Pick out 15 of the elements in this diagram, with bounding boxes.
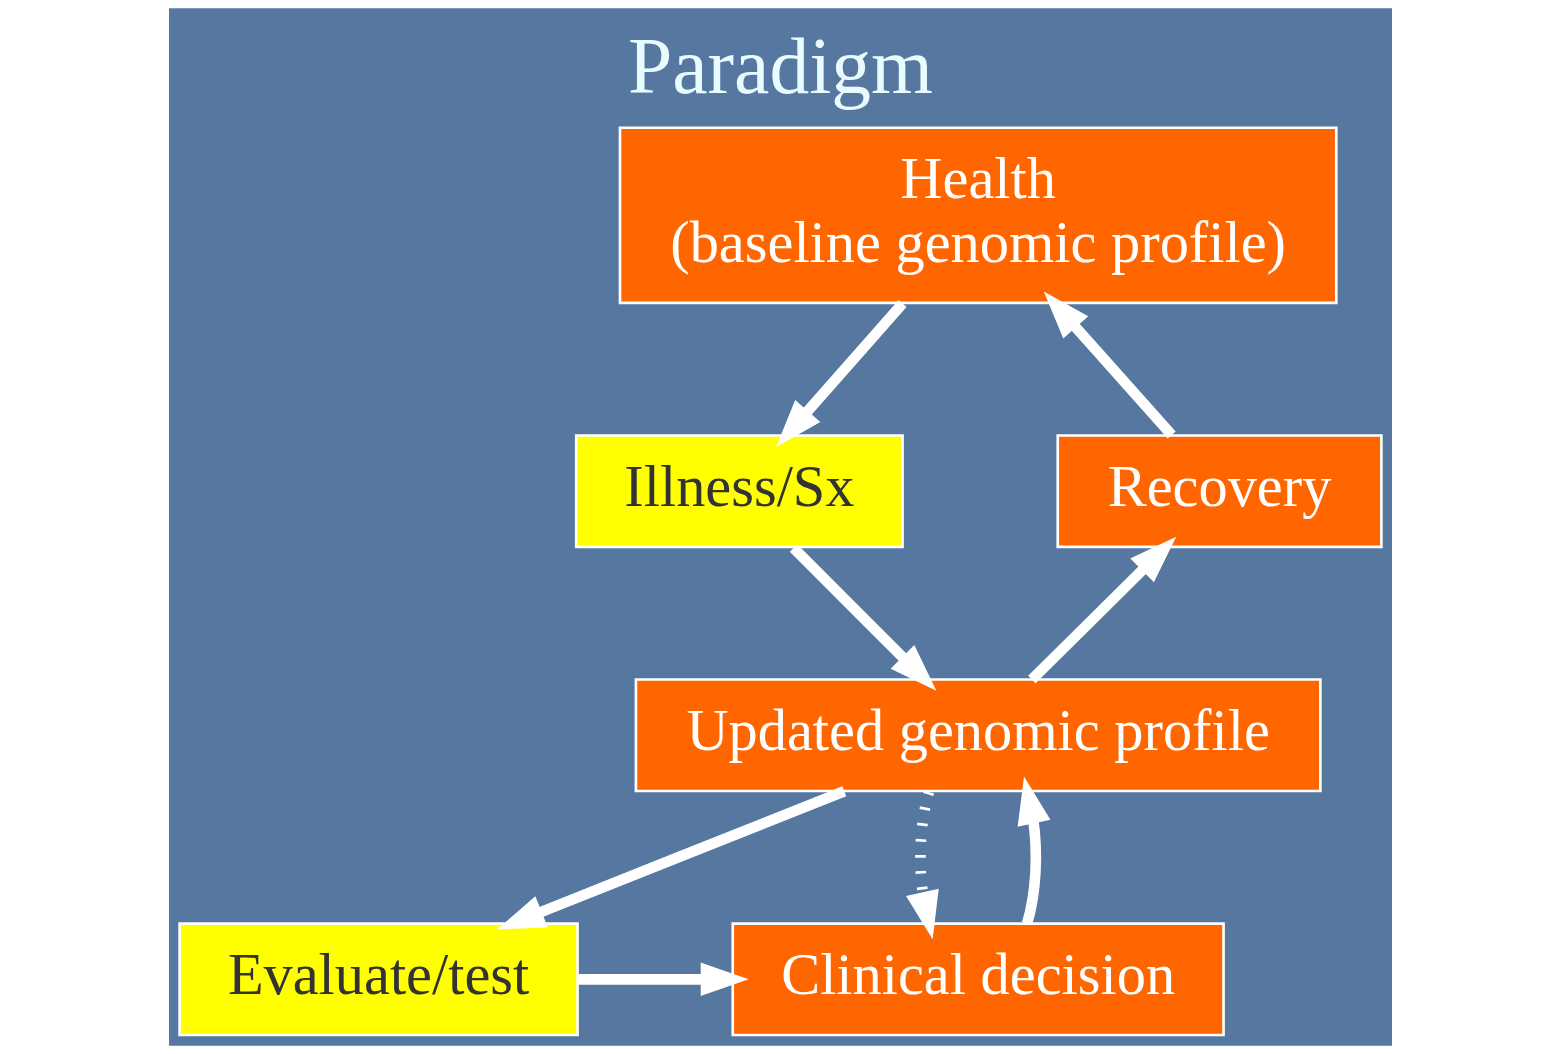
node-box: Updated genomic profile — [634, 678, 1322, 793]
arrow — [1043, 291, 1176, 439]
arrow — [1017, 776, 1051, 925]
node-box: Health (baseline genomic profile) — [618, 126, 1338, 305]
node-box: Evaluate/test — [178, 922, 579, 1037]
arrow — [776, 300, 907, 447]
node-box: Illness/Sx — [574, 434, 904, 549]
node-box: Clinical decision — [731, 922, 1225, 1037]
arrow — [906, 790, 939, 940]
arrow — [789, 544, 937, 691]
arrow — [497, 786, 847, 930]
arrow — [1028, 536, 1177, 684]
node-box: Recovery — [1056, 434, 1383, 549]
diagram-title: Paradigm — [628, 22, 933, 111]
arrow — [577, 962, 749, 997]
